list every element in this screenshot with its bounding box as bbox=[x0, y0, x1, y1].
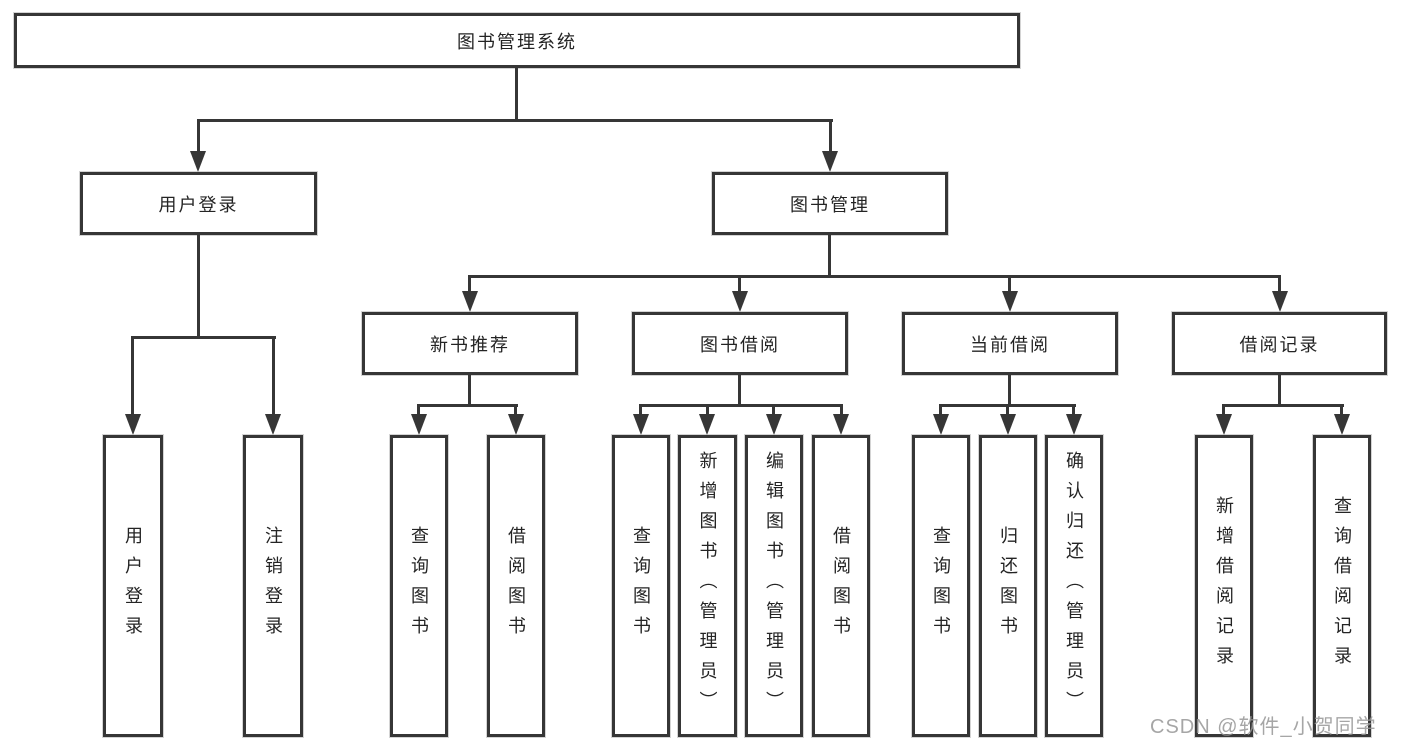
node-leaf-borrow-books-recommend: 借阅图书 bbox=[487, 435, 545, 737]
connector-line bbox=[829, 119, 832, 153]
connector-line bbox=[197, 235, 200, 339]
connector-line bbox=[1008, 275, 1011, 292]
connector-line bbox=[840, 404, 843, 416]
node-leaf-confirm-return-admin: 确认归还（管理员） bbox=[1045, 435, 1103, 737]
arrow-down-icon bbox=[411, 414, 427, 435]
arrow-down-icon bbox=[508, 414, 524, 435]
node-current-borrow: 当前借阅 bbox=[902, 312, 1118, 375]
connector-line bbox=[514, 404, 517, 416]
arrow-down-icon bbox=[462, 291, 478, 312]
arrow-down-icon bbox=[125, 414, 141, 435]
arrow-down-icon bbox=[265, 414, 281, 435]
connector-line bbox=[417, 404, 518, 407]
connector-line bbox=[272, 336, 275, 416]
arrow-down-icon bbox=[1216, 414, 1232, 435]
node-leaf-user-login: 用户登录 bbox=[103, 435, 163, 737]
connector-line bbox=[197, 119, 200, 153]
node-leaf-edit-books-admin: 编辑图书（管理员） bbox=[745, 435, 803, 737]
arrow-down-icon bbox=[1066, 414, 1082, 435]
arrow-down-icon bbox=[822, 151, 838, 172]
node-leaf-logout: 注销登录 bbox=[243, 435, 303, 737]
arrow-down-icon bbox=[633, 414, 649, 435]
node-root: 图书管理系统 bbox=[14, 13, 1020, 68]
connector-line bbox=[1278, 375, 1281, 407]
arrow-down-icon bbox=[1002, 291, 1018, 312]
arrow-down-icon bbox=[833, 414, 849, 435]
node-book-borrow: 图书借阅 bbox=[632, 312, 848, 375]
connector-line bbox=[939, 404, 942, 416]
connector-line bbox=[639, 404, 843, 407]
node-leaf-query-books-current: 查询图书 bbox=[912, 435, 970, 737]
connector-line bbox=[417, 404, 420, 416]
node-leaf-borrow-books: 借阅图书 bbox=[812, 435, 870, 737]
connector-line bbox=[639, 404, 642, 416]
connector-line bbox=[1278, 275, 1281, 292]
connector-line bbox=[515, 68, 518, 122]
arrow-down-icon bbox=[766, 414, 782, 435]
arrow-down-icon bbox=[699, 414, 715, 435]
connector-line bbox=[197, 119, 833, 122]
connector-line bbox=[828, 235, 831, 278]
connector-line bbox=[706, 404, 709, 416]
node-borrow-records: 借阅记录 bbox=[1172, 312, 1387, 375]
connector-line bbox=[131, 336, 276, 339]
node-leaf-add-books-admin: 新增图书（管理员） bbox=[678, 435, 737, 737]
node-leaf-query-books-borrow: 查询图书 bbox=[612, 435, 670, 737]
connector-line bbox=[772, 404, 775, 416]
node-leaf-add-borrow-record: 新增借阅记录 bbox=[1195, 435, 1253, 737]
node-new-book-recommend: 新书推荐 bbox=[362, 312, 578, 375]
arrow-down-icon bbox=[190, 151, 206, 172]
connector-line bbox=[468, 275, 1281, 278]
node-book-management: 图书管理 bbox=[712, 172, 948, 235]
connector-line bbox=[1222, 404, 1225, 416]
node-leaf-return-books: 归还图书 bbox=[979, 435, 1037, 737]
arrow-down-icon bbox=[732, 291, 748, 312]
csdn-watermark: CSDN @软件_小贺同学 bbox=[1150, 716, 1377, 738]
connector-line bbox=[1072, 404, 1075, 416]
connector-line bbox=[1340, 404, 1343, 416]
node-leaf-query-books-recommend: 查询图书 bbox=[390, 435, 448, 737]
arrow-down-icon bbox=[1000, 414, 1016, 435]
connector-line bbox=[1008, 375, 1011, 407]
connector-line bbox=[1222, 404, 1344, 407]
connector-line bbox=[738, 275, 741, 292]
arrow-down-icon bbox=[1272, 291, 1288, 312]
connector-line bbox=[1006, 404, 1009, 416]
arrow-down-icon bbox=[1334, 414, 1350, 435]
connector-line bbox=[738, 375, 741, 407]
connector-line bbox=[468, 375, 471, 407]
connector-line bbox=[131, 336, 134, 416]
node-user-login: 用户登录 bbox=[80, 172, 317, 235]
connector-line bbox=[468, 275, 471, 292]
node-leaf-query-borrow-record: 查询借阅记录 bbox=[1313, 435, 1371, 737]
arrow-down-icon bbox=[933, 414, 949, 435]
